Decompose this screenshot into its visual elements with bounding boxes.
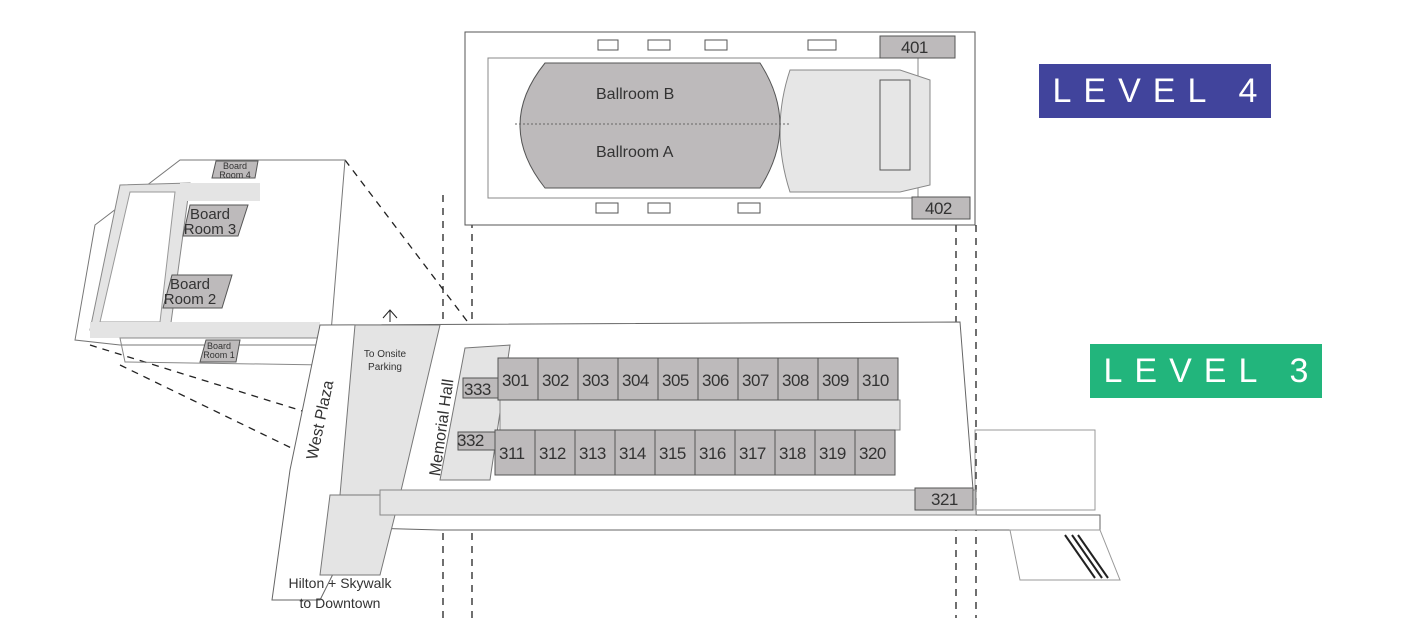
room-304-cell[interactable] xyxy=(617,357,659,401)
room-313-label[interactable]: 313 xyxy=(579,444,606,463)
room-306-label[interactable]: 306 xyxy=(702,370,729,390)
ballroom-a-label[interactable]: Ballroom A xyxy=(596,144,674,161)
level-4-plan xyxy=(464,31,976,226)
downtown-label[interactable]: to Downtown xyxy=(299,595,381,611)
room-318-cell[interactable] xyxy=(774,429,816,476)
level-3-room-cells xyxy=(494,357,899,476)
room-308-cell[interactable] xyxy=(777,357,819,401)
room-314-cell[interactable] xyxy=(614,429,656,476)
board-room-3-label[interactable]: Board Room 3 xyxy=(183,206,237,238)
room-307-label[interactable]: 307 xyxy=(742,370,769,390)
board-room-1-label[interactable]: Board Room 1 xyxy=(203,341,235,360)
level-3-badge[interactable]: LEVEL 3 xyxy=(1090,344,1322,398)
room-319-label[interactable]: 319 xyxy=(819,444,846,463)
room-312-label[interactable]: 312 xyxy=(539,444,566,463)
room-316-label[interactable]: 316 xyxy=(699,444,726,463)
ballroom-b-label[interactable]: Ballroom B xyxy=(596,86,675,103)
room-310-cell[interactable] xyxy=(857,357,899,401)
room-318-label[interactable]: 318 xyxy=(779,444,806,463)
board-room-4-label[interactable]: Board Room 4 xyxy=(219,161,251,180)
room-316-cell[interactable] xyxy=(694,429,736,476)
room-402-label[interactable]: 402 xyxy=(925,199,952,218)
room-310-label[interactable]: 310 xyxy=(862,370,889,390)
room-309-cell[interactable] xyxy=(817,357,859,401)
room-320-label[interactable]: 320 xyxy=(859,444,886,463)
room-312-cell[interactable] xyxy=(534,429,576,476)
onsite-parking-label[interactable]: To Onsite Parking xyxy=(363,349,407,373)
room-302-label[interactable]: 302 xyxy=(542,370,569,390)
level-4-badge[interactable]: LEVEL 4 xyxy=(1039,64,1271,118)
board-room-2-label[interactable]: Board Room 2 xyxy=(163,276,217,308)
room-301-label[interactable]: 301 xyxy=(502,370,529,390)
room-309-label[interactable]: 309 xyxy=(822,370,849,390)
room-320-cell[interactable] xyxy=(854,429,896,476)
room-317-label[interactable]: 317 xyxy=(739,444,766,463)
room-332-label[interactable]: 332 xyxy=(457,431,484,450)
ballroom-shape xyxy=(519,62,781,189)
room-308-label[interactable]: 308 xyxy=(782,370,809,390)
room-311-label[interactable]: 311 xyxy=(499,444,525,463)
room-321-label[interactable]: 321 xyxy=(931,490,958,509)
room-317-cell[interactable] xyxy=(734,429,776,476)
room-301-cell[interactable] xyxy=(497,357,539,401)
room-305-label[interactable]: 305 xyxy=(662,370,689,390)
room-314-label[interactable]: 314 xyxy=(619,444,646,463)
room-303-cell[interactable] xyxy=(577,357,619,401)
board-rooms-plan xyxy=(74,159,346,366)
room-304-label[interactable]: 304 xyxy=(622,370,649,390)
hilton-skywalk-label[interactable]: Hilton + Skywalk xyxy=(288,575,392,591)
room-302-cell[interactable] xyxy=(537,357,579,401)
room-315-label[interactable]: 315 xyxy=(659,444,686,463)
room-401-label[interactable]: 401 xyxy=(901,38,928,57)
room-333-label[interactable]: 333 xyxy=(464,380,491,399)
room-303-label[interactable]: 303 xyxy=(582,370,609,390)
room-305-cell[interactable] xyxy=(657,357,699,401)
